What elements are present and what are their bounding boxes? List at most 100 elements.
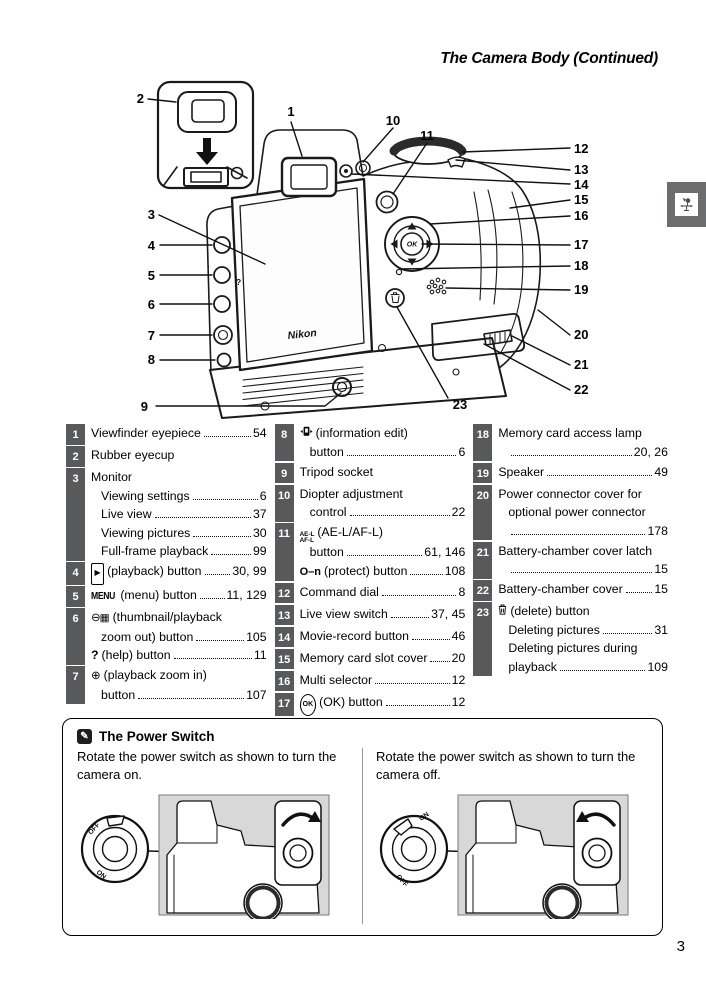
legend-page-ref: 30, 99 — [232, 564, 267, 578]
legend-entry-number: 6 — [66, 608, 85, 665]
legend-line: Rubber eyecup — [91, 446, 267, 465]
power-off-illustration: OFF ON — [379, 794, 629, 923]
legend-label: (thumbnail/playback — [112, 610, 222, 624]
legend-label: control — [309, 505, 347, 519]
legend-page-ref: 49 — [654, 464, 668, 479]
legend-label: button — [309, 444, 344, 459]
help-icon: ? — [91, 648, 99, 662]
ok-button-label: OK — [407, 242, 418, 249]
legend-label: Command dial — [299, 584, 379, 599]
legend-entry-number: 23 — [473, 602, 493, 676]
help-mark-label: ? — [236, 277, 241, 287]
callout-number: 21 — [574, 357, 588, 372]
dot-leader — [196, 639, 245, 641]
speaker-drawing — [426, 277, 447, 295]
legend-label: Rubber eyecup — [91, 448, 175, 462]
legend-line: Live view 37 — [101, 505, 267, 524]
legend-page-ref: 12 — [451, 694, 466, 709]
legend-entry-number: 12 — [274, 582, 294, 604]
legend-label: Battery-chamber cover latch — [498, 543, 653, 558]
callout-number: 11 — [420, 128, 434, 143]
legend-entry-number: 20 — [473, 484, 493, 540]
legend-label: (AE-L/AF-L) — [317, 525, 383, 539]
legend-label: (information edit) — [315, 426, 408, 440]
power-on-illustration: OFF ON — [80, 794, 330, 923]
power-switch-note-box: ✎ The Power Switch Rotate the power swit… — [62, 718, 663, 936]
dot-leader — [385, 704, 450, 706]
dot-leader — [411, 638, 450, 640]
dot-leader — [154, 517, 251, 518]
legend-page-ref: 37, 45 — [431, 606, 466, 621]
callout-number: 4 — [148, 238, 156, 253]
command-dial-drawing — [389, 136, 467, 168]
legend-page-ref: 37 — [252, 507, 267, 521]
legend-entry-number: 5 — [66, 586, 85, 607]
legend-page-ref: 11, 129 — [226, 588, 267, 602]
legend-page-ref: 46 — [451, 628, 466, 643]
brand-logo-text: Nikon — [287, 327, 317, 342]
power-on-instruction: Rotate the power switch as shown to turn… — [77, 749, 337, 782]
dot-leader — [511, 572, 653, 573]
callout-number: 19 — [574, 282, 588, 297]
dot-leader — [204, 574, 231, 575]
legend-entry-number: 8 — [274, 424, 294, 461]
dot-leader — [511, 454, 632, 456]
legend-label: Live view — [101, 507, 152, 521]
legend-page-ref: 15 — [654, 582, 668, 596]
dial-on-label: ON — [95, 869, 107, 881]
callout-number: 20 — [574, 327, 588, 342]
legend-entry-number: 10 — [274, 484, 294, 522]
legend-line: Tripod socket — [300, 463, 466, 482]
callout-number: 22 — [574, 382, 588, 397]
camera-back-diagram: Nikon OK ? 12345678910111213141516171819… — [137, 80, 589, 419]
pencil-note-icon: ✎ — [77, 729, 92, 744]
legend-line: 178 — [508, 522, 668, 541]
legend-label: Memory card access lamp — [498, 426, 642, 440]
legend-line: 20, 26 — [508, 443, 668, 462]
note-title: The Power Switch — [99, 729, 215, 744]
legend-label: (OK) button — [319, 694, 383, 709]
dot-leader — [625, 592, 653, 593]
legend-label: (protect) button — [324, 563, 408, 578]
legend-line: Deleting pictures during — [508, 639, 668, 658]
callout-lines — [147, 98, 571, 407]
legend-page-ref: 108 — [444, 563, 466, 578]
legend-line: Memory card access lamp — [498, 424, 668, 443]
thumbnail-zoom-out-icon: ⊖▦ — [91, 612, 110, 624]
legend-page-ref: 99 — [252, 544, 267, 558]
legend-entry-number: 2 — [66, 446, 85, 467]
legend-entry-number: 4 — [66, 562, 85, 585]
legend-page-ref: 109 — [647, 659, 668, 674]
power-off-column: Rotate the power switch as shown to turn… — [362, 748, 648, 924]
info-edit-icon — [300, 426, 313, 436]
legend-entry-number: 18 — [473, 424, 493, 461]
legend-page-ref: 11 — [253, 648, 267, 662]
legend-label: (menu) button — [120, 588, 197, 602]
legend-entry-number: 3 — [66, 468, 85, 561]
legend-label: playback — [508, 659, 557, 674]
callout-number: 1 — [287, 104, 294, 119]
legend-entry-number: 14 — [274, 626, 294, 648]
legend-label: button — [101, 687, 136, 702]
legend-entry-number: 11 — [274, 523, 294, 582]
legend-entry: 18 Memory card access lamp 20, 26 — [473, 424, 668, 461]
